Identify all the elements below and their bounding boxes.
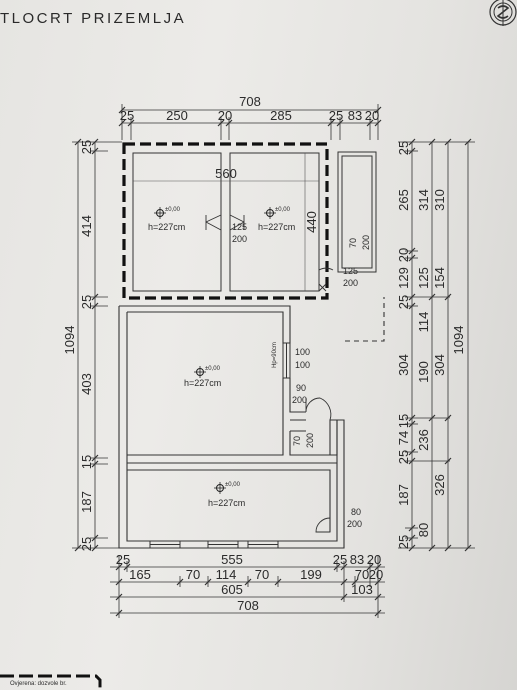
door-height: 200 [347,519,362,529]
dashed-upper-walls [122,142,329,300]
left-dim-seg: 187 [79,491,94,513]
stamp-frame [0,674,102,690]
level-marker-icon [154,207,166,219]
door-width: 70 [348,238,358,248]
level-mark: ±0,00 [165,207,181,213]
right-dim-total: 1094 [451,326,466,355]
bottom-windows [149,540,279,549]
right-dim-seg: 187 [396,484,411,506]
door-height: 200 [361,235,371,250]
right-dim-seg: 74 [396,431,411,445]
door-height: 200 [305,433,315,448]
right-dim-seg: 236 [416,429,431,451]
bottom-dim-seg: 20 [369,567,383,582]
right-dim-seg: 25 [396,141,411,155]
window-height: 100 [295,360,310,370]
right-dim-seg: 326 [432,474,447,496]
top-dim-total: 708 [239,94,261,109]
right-dim-seg: 304 [432,354,447,376]
bottom-dim-total: 708 [237,598,259,613]
room-height-label: h=227cm [208,498,245,508]
right-dim-seg: 310 [432,189,447,211]
window-sill: Hp=90cm [272,342,278,368]
level-mark: ±0,00 [275,207,291,213]
plan-dim-440: 440 [304,211,319,233]
bottom-dim-seg: 103 [351,582,373,597]
left-dim-seg: 403 [79,373,94,395]
right-dim-seg: 25 [396,295,411,309]
bottom-dim-seg: 70 [255,567,269,582]
bottom-dim-seg: 114 [216,567,237,582]
bottom-dim-seg: 25 [333,552,347,567]
top-dim-seg: 250 [166,108,188,123]
bottom-dim-seg: 25 [116,552,130,567]
side-window [282,342,291,379]
door-height: 200 [343,278,358,288]
room-height-label: h=227cm [258,222,295,232]
bottom-dim-seg: 165 [129,567,151,582]
door-width: 90 [296,383,306,393]
room-height-label: h=227cm [148,222,185,232]
left-dim-seg: 15 [79,455,94,469]
right-dim-seg: 125 [416,267,431,289]
level-marker-icon [214,482,226,494]
right-dim-seg: 304 [396,354,411,376]
bottom-dim-seg: 20 [367,552,381,567]
left-dim-seg: 25 [79,295,94,309]
bottom-dim-seg: 70 [186,567,200,582]
north-arrow-icon [489,0,517,26]
right-dim-seg: 15 [396,414,411,428]
left-dim-seg: 25 [79,140,94,154]
stamp-note: Ovjerena: dozvole br. [10,681,67,687]
right-dim-seg: 114 [416,312,431,333]
level-mark: ±0,00 [205,366,221,372]
right-dim-seg: 80 [416,523,431,537]
right-dimension-lines [398,138,475,552]
bottom-dim-seg: 605 [221,582,243,597]
bottom-dim-seg: 70 [355,567,369,582]
right-dim-seg: 314 [416,189,431,211]
left-dimension-lines [72,138,122,552]
top-dim-seg: 25 [329,108,343,123]
room-height-label: h=227cm [184,378,221,388]
door-width: 125 [232,222,247,232]
left-dim-seg: 25 [79,537,94,551]
left-dim-seg: 414 [79,215,94,237]
door-height: 200 [232,234,247,244]
right-dim-seg: 25 [396,535,411,549]
top-dim-seg: 25 [120,108,134,123]
door-symbols [205,214,339,533]
door-width: 70 [292,436,302,446]
level-marker-icon [264,207,276,219]
level-mark: ±0,00 [225,482,241,488]
door-width: 125 [343,266,358,276]
top-dimension-lines [118,104,382,140]
bottom-dim-seg: 199 [300,567,322,582]
lower-walls [118,297,385,549]
plan-dim-560: 560 [215,166,237,181]
level-marker-icon [194,366,206,378]
page-title: TLOCRT PRIZEMLJA [0,10,187,27]
bottom-dim-seg: 83 [350,552,364,567]
door-width: 80 [351,507,361,517]
window-width: 100 [295,347,310,357]
top-dim-seg: 285 [270,108,292,123]
left-dim-total: 1094 [62,326,77,355]
top-dim-seg: 20 [218,108,232,123]
right-dim-seg: 190 [416,361,431,383]
right-dim-seg: 265 [396,189,411,211]
right-dim-seg: 25 [396,450,411,464]
door-height: 200 [292,395,307,405]
top-dim-seg: 83 [348,108,362,123]
right-dim-seg: 20 [396,248,411,262]
right-dim-seg: 129 [396,267,411,289]
bottom-dimension-lines [110,555,385,618]
right-dim-seg: 154 [432,267,447,289]
bottom-dim-seg: 555 [221,552,243,567]
top-dim-seg: 20 [365,108,379,123]
